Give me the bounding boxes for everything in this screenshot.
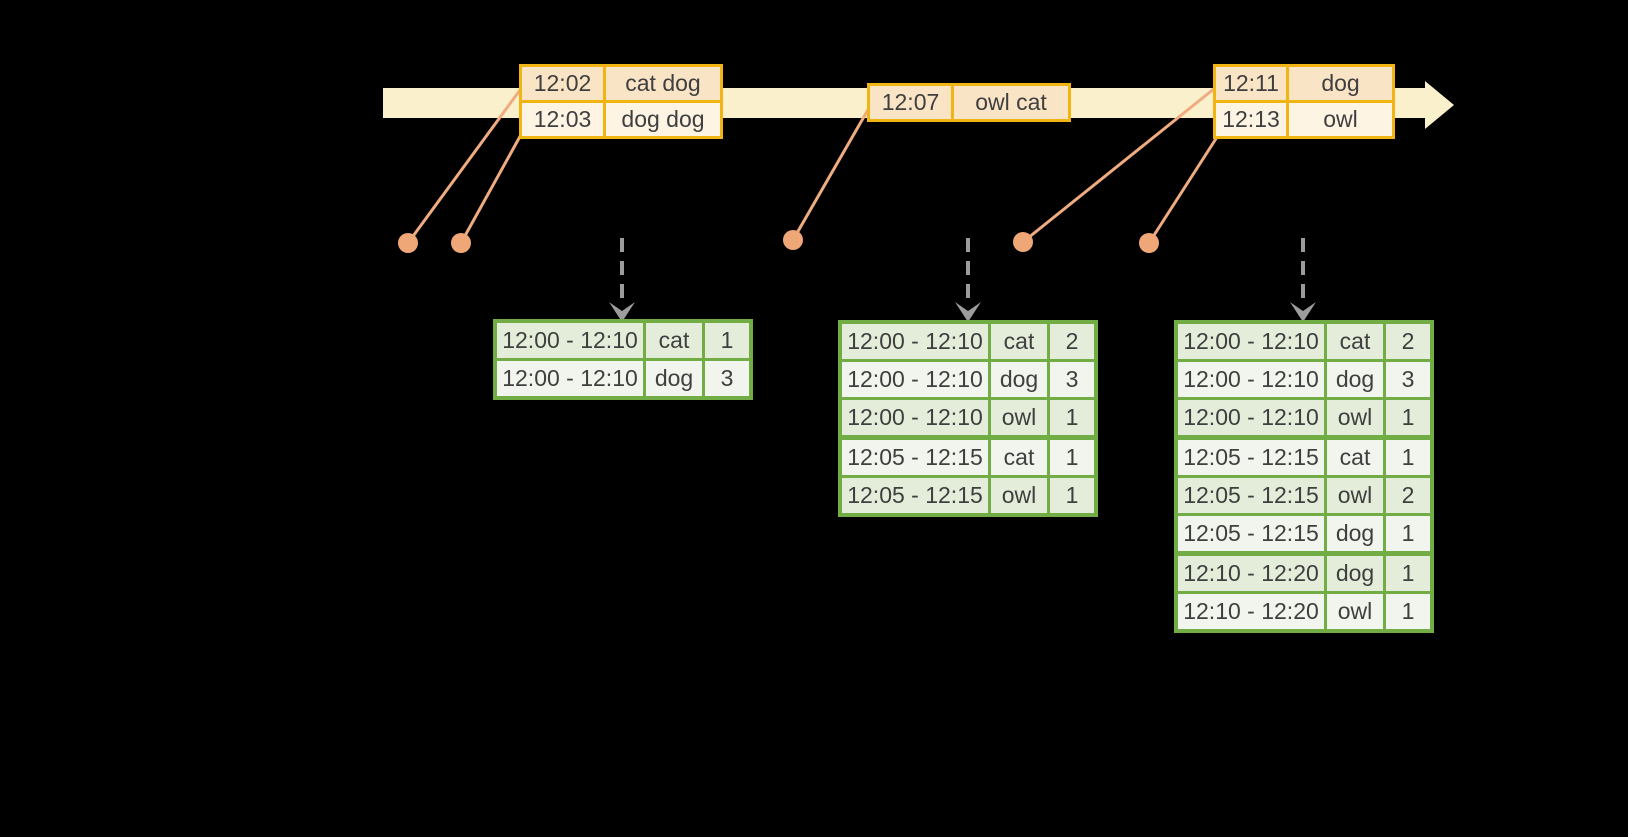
- table-cell: 12:05 - 12:15: [842, 440, 988, 475]
- table-cell: cat: [646, 323, 702, 358]
- event-connector-line: [459, 130, 525, 244]
- table-cell: 1: [1050, 478, 1094, 513]
- table-cell: 12:05 - 12:15: [842, 478, 988, 513]
- table-cell: cat: [991, 440, 1047, 475]
- table-cell: 1: [705, 323, 749, 358]
- table-cell: 12:00 - 12:10: [1178, 362, 1324, 397]
- table-cell: 2: [1050, 324, 1094, 359]
- table-cell: cat: [1327, 440, 1383, 475]
- event-dot-icon: [1013, 232, 1033, 252]
- table-cell: 1: [1050, 440, 1094, 475]
- event-connector-line: [1147, 133, 1221, 244]
- table-cell: owl cat: [954, 86, 1068, 119]
- trigger-arrow-icon: [1290, 238, 1316, 322]
- event-connector-line: [791, 107, 871, 241]
- table-cell: cat dog: [606, 67, 720, 100]
- table-cell: dog: [646, 361, 702, 396]
- table-cell: 2: [1386, 324, 1430, 359]
- table-cell: cat: [1327, 324, 1383, 359]
- table-cell: owl: [1289, 103, 1392, 136]
- table-cell: 12:00 - 12:10: [1178, 400, 1324, 435]
- table-cell: 12:02: [522, 67, 603, 100]
- table-cell: dog: [1327, 556, 1383, 591]
- table-cell: 2: [1386, 478, 1430, 513]
- table-cell: 1: [1386, 516, 1430, 551]
- table-cell: 12:05 - 12:15: [1178, 478, 1324, 513]
- trigger-arrow-icon: [609, 238, 635, 322]
- table-cell: 3: [1050, 362, 1094, 397]
- table-cell: 1: [1050, 400, 1094, 435]
- table-cell: dog: [1327, 516, 1383, 551]
- table-cell: owl: [1327, 594, 1383, 629]
- event-dot-icon: [783, 230, 803, 250]
- table-cell: 12:00 - 12:10: [842, 362, 988, 397]
- table-cell: 12:10 - 12:20: [1178, 556, 1324, 591]
- table-cell: 12:11: [1216, 67, 1286, 100]
- table-cell: dog: [991, 362, 1047, 397]
- table-cell: 12:10 - 12:20: [1178, 594, 1324, 629]
- table-cell: 3: [1386, 362, 1430, 397]
- table-cell: 12:00 - 12:10: [497, 361, 643, 396]
- table-cell: 1: [1386, 400, 1430, 435]
- table-cell: 12:05 - 12:15: [1178, 516, 1324, 551]
- table-cell: 12:07: [870, 86, 951, 119]
- table-cell: dog: [1327, 362, 1383, 397]
- table-cell: 3: [705, 361, 749, 396]
- table-cell: 12:00 - 12:10: [1178, 324, 1324, 359]
- table-cell: cat: [991, 324, 1047, 359]
- table-cell: 12:05 - 12:15: [1178, 440, 1324, 475]
- table-cell: owl: [991, 478, 1047, 513]
- table-cell: 1: [1386, 440, 1430, 475]
- table-cell: 12:00 - 12:10: [497, 323, 643, 358]
- trigger-arrow-icon: [955, 238, 981, 322]
- table-cell: 1: [1386, 556, 1430, 591]
- table-cell: owl: [1327, 400, 1383, 435]
- table-cell: 12:00 - 12:10: [842, 400, 988, 435]
- event-dot-icon: [1139, 233, 1159, 253]
- timeline-arrowhead-icon: [1425, 81, 1454, 129]
- event-dot-icon: [451, 233, 471, 253]
- table-cell: 12:03: [522, 103, 603, 136]
- table-cell: owl: [1327, 478, 1383, 513]
- table-cell: dog dog: [606, 103, 720, 136]
- table-cell: 1: [1386, 594, 1430, 629]
- table-cell: dog: [1289, 67, 1392, 100]
- event-dot-icon: [398, 233, 418, 253]
- table-cell: owl: [991, 400, 1047, 435]
- table-cell: 12:00 - 12:10: [842, 324, 988, 359]
- table-cell: 12:13: [1216, 103, 1286, 136]
